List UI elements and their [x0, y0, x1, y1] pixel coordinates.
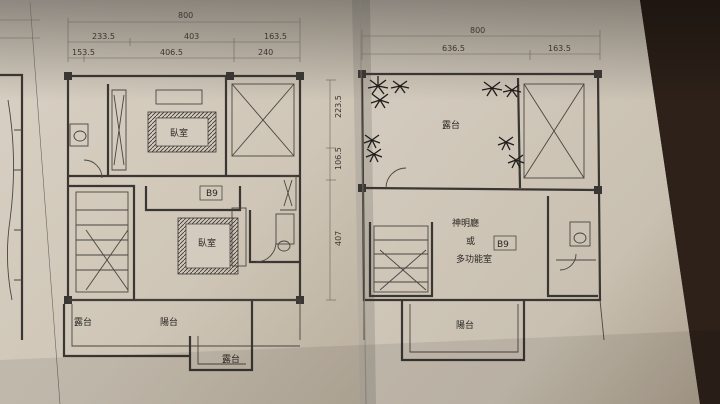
room-label-shrine-line3: 多功能室 — [456, 253, 492, 265]
dim-106-5: 106.5 — [334, 147, 343, 170]
dim-403: 403 — [184, 32, 199, 41]
stair-left — [75, 191, 129, 293]
dim-240: 240 — [258, 48, 273, 57]
dim-636-5: 636.5 — [442, 44, 465, 53]
dim-223-5: 223.5 — [334, 95, 343, 118]
dim-163-5-right: 163.5 — [548, 44, 571, 53]
floor-plan-left: 800 233.5 403 163.5 153.5 406.5 240 223.… — [62, 11, 343, 372]
dim-width-total: 800 — [178, 11, 193, 20]
room-label-shrine-line2: 或 — [466, 235, 475, 247]
unit-tag-b9-right: B9 — [497, 240, 509, 250]
dim-407: 407 — [334, 231, 343, 246]
unit-tag-b9-left: B9 — [206, 189, 218, 199]
room-label-shrine-line1: 神明廳 — [452, 217, 479, 229]
dim-406-5: 406.5 — [160, 48, 183, 57]
room-label-terrace-bottom: 露台 — [222, 353, 240, 365]
room-label-terrace-top: 露台 — [442, 119, 460, 131]
dim-163-5: 163.5 — [264, 32, 287, 41]
room-label-balcony-left: 陽台 — [160, 316, 178, 328]
room-label-bedroom-top: 臥室 — [170, 127, 188, 139]
room-label-terrace-left: 露台 — [74, 316, 92, 328]
partial-plan-far-left — [0, 1, 61, 404]
room-label-balcony-right: 陽台 — [456, 319, 474, 331]
dim-233-5: 233.5 — [92, 32, 115, 41]
room-label-bedroom-mid: 臥室 — [198, 237, 216, 249]
dim-153-5: 153.5 — [72, 48, 95, 57]
dim-width-total-right: 800 — [470, 26, 485, 35]
plant-cluster — [363, 76, 525, 169]
floor-plan-right: 800 636.5 163.5 露台 — [358, 26, 605, 362]
